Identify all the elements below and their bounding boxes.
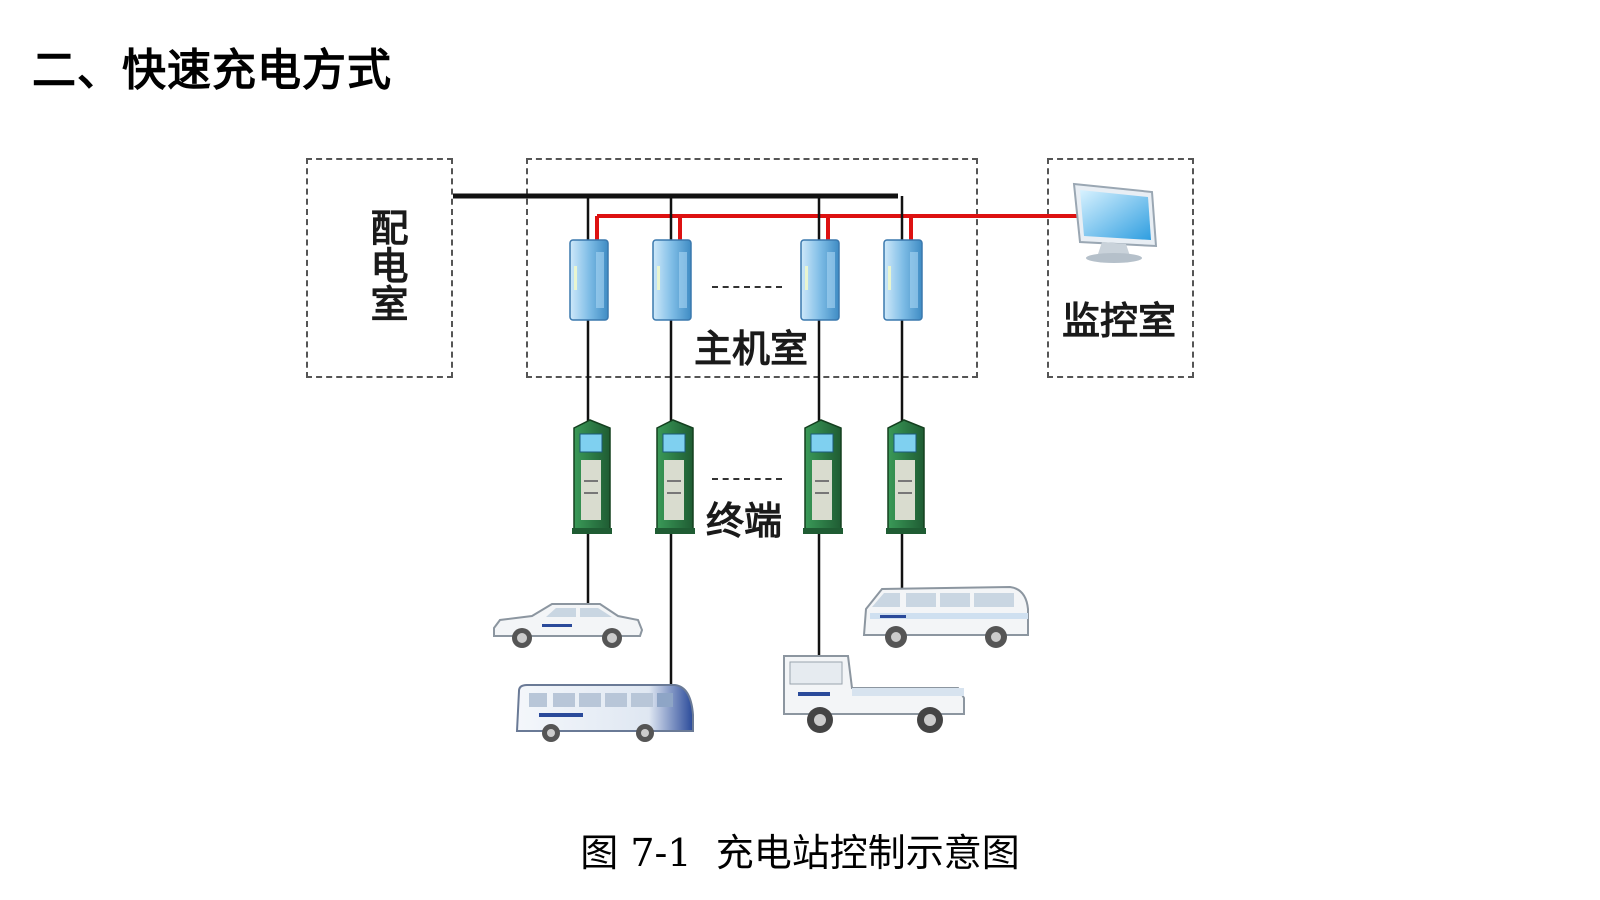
host-ellipsis-dashes	[712, 286, 782, 288]
host-room-zone	[526, 158, 978, 378]
feeder-lines	[586, 196, 904, 690]
charging-pile-icon	[886, 419, 926, 534]
bus-icon	[515, 684, 694, 742]
terminal-ellipsis-dashes	[712, 478, 782, 480]
server-icon	[800, 239, 840, 321]
section-title: 二、快速充电方式	[32, 45, 392, 96]
monitor-room-label: 监控室	[1062, 299, 1177, 343]
pickup-truck-icon	[783, 655, 965, 733]
server-icon	[883, 239, 923, 321]
server-icon	[569, 239, 609, 321]
server-icon	[652, 239, 692, 321]
host-room-label: 主机室	[694, 327, 809, 371]
monitor-icon	[1072, 182, 1158, 263]
figure-caption: 图 7-1 充电站控制示意图	[580, 831, 1020, 875]
monitor-room-zone	[1047, 158, 1194, 378]
data-bus-line	[595, 214, 1082, 242]
power-room-zone	[306, 158, 453, 378]
power-room-label: 配电室	[364, 208, 408, 322]
van-icon	[862, 585, 1029, 648]
terminal-label: 终端	[706, 499, 783, 543]
charging-pile-icon	[572, 419, 612, 534]
charging-pile-icon	[803, 419, 843, 534]
charging-pile-icon	[655, 419, 695, 534]
sedan-icon	[493, 603, 644, 648]
